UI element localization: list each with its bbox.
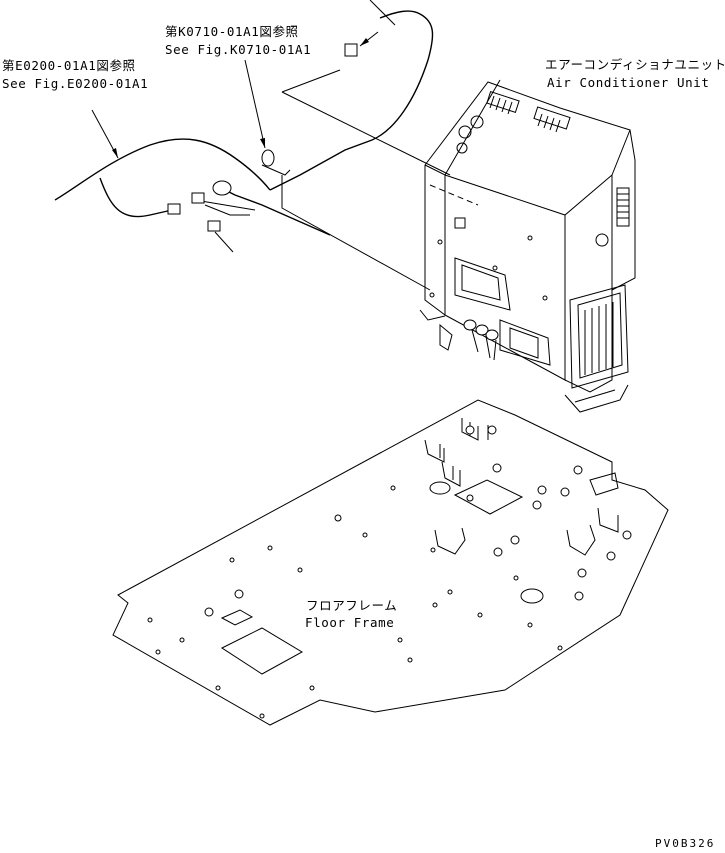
floor-frame-label-jp: フロアフレーム bbox=[306, 598, 398, 613]
connector-block bbox=[344, 43, 358, 57]
clamp bbox=[261, 149, 275, 167]
air-conditioner-label-jp: エアーコンディショナユニット bbox=[545, 57, 725, 72]
reference-label-e0200-en: See Fig.E0200-01A1 bbox=[2, 76, 149, 91]
reference-label-e0200-jp: 第E0200-01A1図参照 bbox=[2, 58, 136, 73]
knob bbox=[458, 125, 472, 139]
floor-frame bbox=[112, 399, 669, 726]
reference-label-k0710-en: See Fig.K0710-01A1 bbox=[165, 42, 312, 57]
knob bbox=[456, 142, 468, 154]
air-conditioner-label-en: Air Conditioner Unit bbox=[547, 75, 710, 90]
floor-frame-label-en: Floor Frame bbox=[305, 615, 395, 630]
drawing-code: PV0B326 bbox=[655, 837, 716, 850]
grommet bbox=[212, 180, 232, 196]
knob bbox=[470, 115, 484, 129]
connector-block bbox=[191, 192, 205, 204]
knob bbox=[595, 233, 609, 247]
connector-block bbox=[167, 203, 181, 215]
connector-block bbox=[207, 220, 221, 232]
wiring-harness bbox=[54, 0, 479, 291]
reference-label-k0710-jp: 第K0710-01A1図参照 bbox=[165, 24, 299, 39]
air-conditioner-unit bbox=[419, 79, 636, 413]
